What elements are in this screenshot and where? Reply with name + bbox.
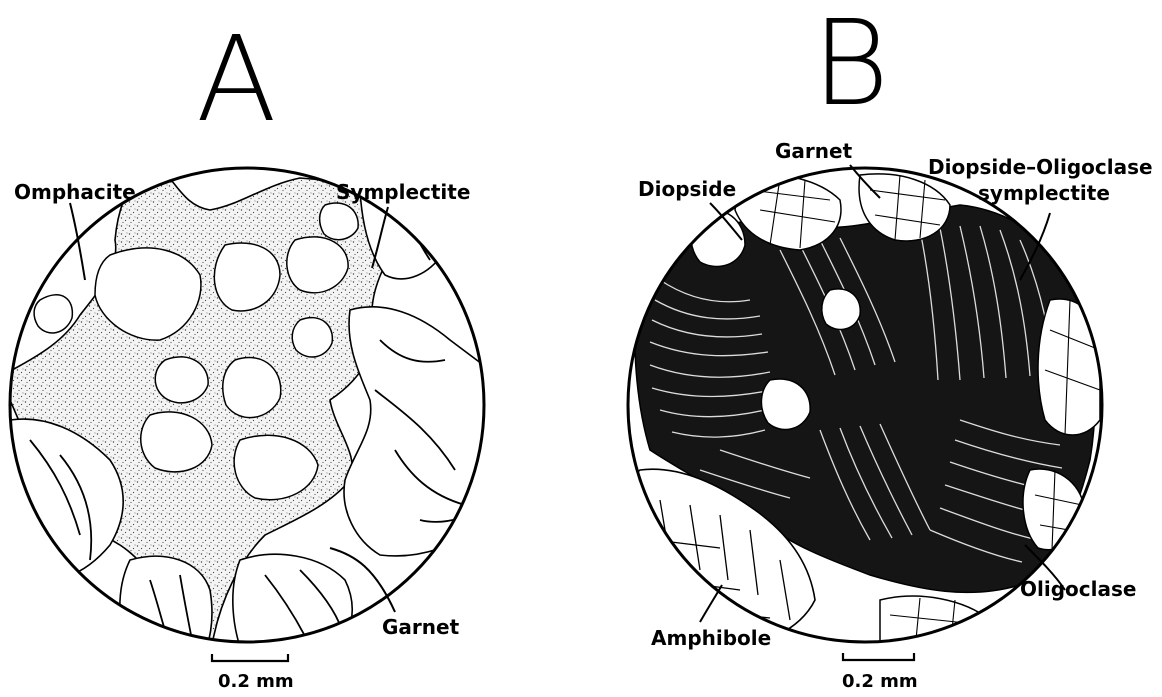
- scale-bar-a: [212, 654, 288, 661]
- label-garnet-b: Garnet: [775, 139, 852, 163]
- label-symplectite-b-line2: symplectite: [978, 181, 1110, 205]
- label-symplectite: Symplectite: [336, 180, 470, 204]
- label-garnet-a: Garnet: [382, 615, 459, 639]
- scale-label-a: 0.2 mm: [218, 671, 294, 692]
- label-oligoclase: Oligoclase: [1020, 577, 1136, 601]
- scale-label-b: 0.2 mm: [842, 671, 918, 692]
- panel-letter-a: A: [196, 20, 277, 138]
- label-amphibole: Amphibole: [651, 626, 771, 650]
- label-symplectite-b-line1: Diopside–Oligoclase: [928, 155, 1153, 179]
- label-diopside: Diopside: [638, 177, 736, 201]
- panel-a-section: [10, 160, 490, 661]
- scale-bar-b: [843, 653, 914, 660]
- panel-letter-b: B: [812, 4, 889, 122]
- label-omphacite: Omphacite: [14, 180, 136, 204]
